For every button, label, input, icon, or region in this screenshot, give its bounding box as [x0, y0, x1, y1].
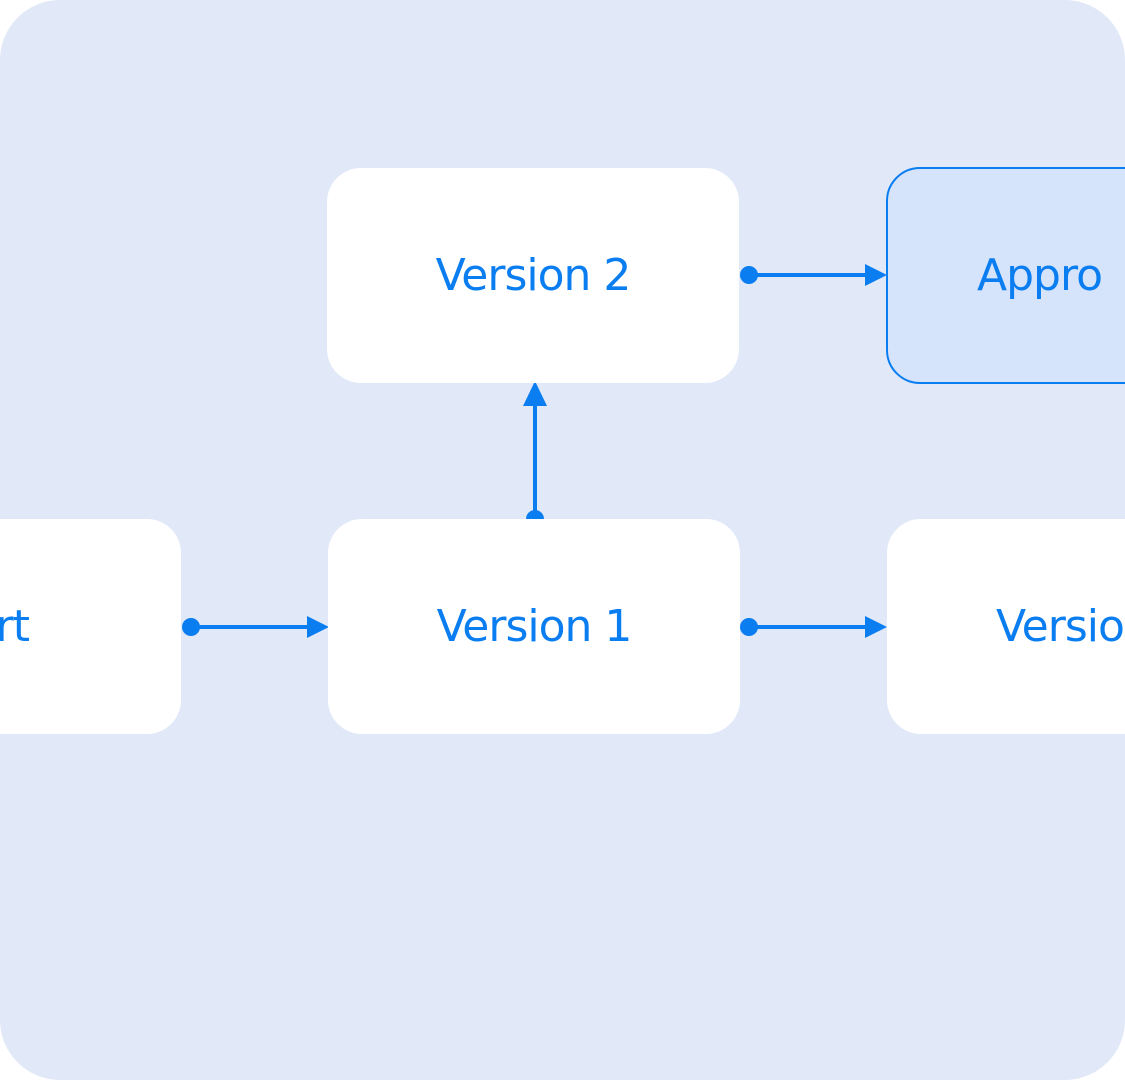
edge-origin-dot [182, 618, 200, 636]
node-version-3-label: Versio [996, 601, 1125, 652]
node-version-1-label: Version 1 [436, 601, 633, 652]
node-version-3[interactable]: Versio [887, 519, 1125, 734]
edge-version-2-to-approved [740, 264, 887, 286]
edge-arrowhead [865, 616, 887, 638]
node-approved-label: Appro [977, 250, 1103, 301]
node-version-1[interactable]: Version 1 [328, 519, 740, 734]
node-version-2-label: Version 2 [435, 250, 632, 301]
edge-version-1-to-version-2 [523, 381, 547, 528]
node-start-label: rt [0, 601, 30, 652]
node-approved[interactable]: Appro [886, 167, 1125, 384]
edge-version-1-to-version-3 [740, 616, 887, 638]
edge-origin-dot [740, 266, 758, 284]
edge-origin-dot [740, 618, 758, 636]
edge-arrowhead [865, 264, 887, 286]
edge-arrowhead [523, 381, 547, 406]
node-version-2[interactable]: Version 2 [327, 168, 739, 383]
node-start[interactable]: rt [0, 519, 181, 734]
edge-arrowhead [307, 616, 329, 638]
edge-start-to-version-1 [182, 616, 329, 638]
